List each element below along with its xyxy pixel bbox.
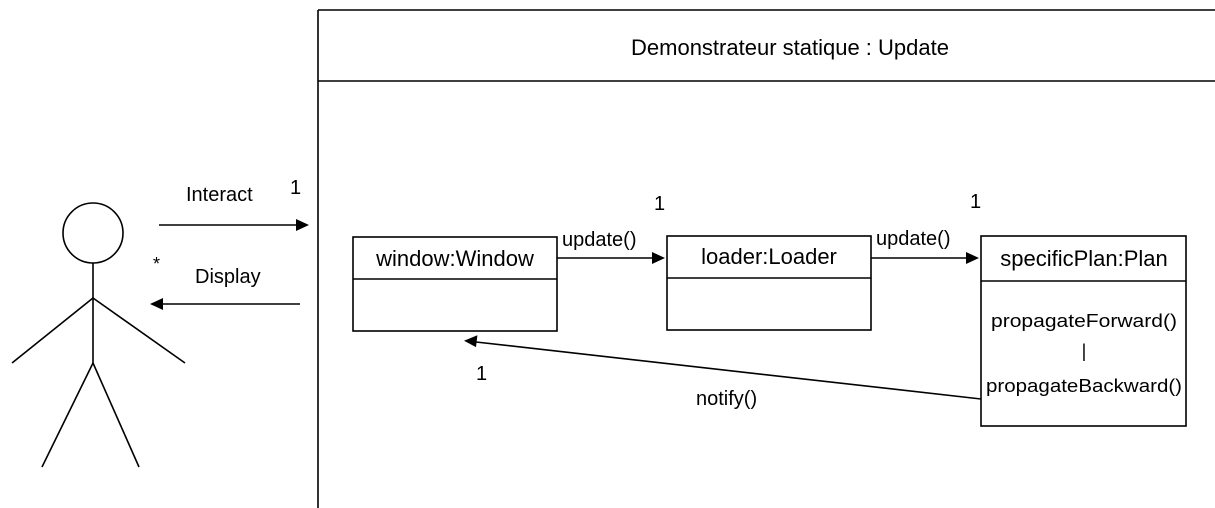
loader-object: loader:Loader — [666, 235, 872, 331]
loader-object-box — [666, 235, 872, 331]
notify-multiplicity: 1 — [476, 363, 487, 385]
actor-leg-left — [41, 362, 94, 468]
actor-leg-right — [92, 362, 140, 468]
update-multiplicity-1: 1 — [654, 193, 665, 215]
loader-object-name: loader:Loader — [701, 244, 837, 269]
display-message: Display * — [150, 254, 300, 310]
plan-object-name: specificPlan:Plan — [1000, 246, 1168, 271]
display-multiplicity: * — [153, 254, 160, 274]
frame-title: Demonstrateur statique : Update — [631, 35, 949, 60]
window-object-name: window:Window — [375, 246, 534, 271]
actor-head — [62, 202, 124, 264]
update-label-2: update() — [876, 228, 951, 250]
update-message-loader-plan: update() 1 — [871, 191, 981, 264]
window-object-box — [352, 236, 558, 332]
update-arrowhead-1 — [652, 252, 665, 264]
notify-arrow-line — [475, 341, 982, 400]
plan-method-forward: propagateForward() — [991, 311, 1177, 331]
update-label-1: update() — [562, 229, 637, 251]
update-message-window-loader: update() 1 — [557, 193, 665, 264]
interact-label: Interact — [186, 184, 253, 206]
plan-method-separator: | — [1082, 341, 1087, 361]
actor-figure — [11, 202, 186, 468]
plan-object: specificPlan:Plan propagateForward() | p… — [980, 235, 1187, 427]
interact-arrowhead — [296, 219, 309, 231]
interact-multiplicity: 1 — [290, 177, 301, 199]
notify-message-plan-window: notify() 1 — [464, 335, 982, 410]
update-multiplicity-2: 1 — [970, 191, 981, 213]
plan-object-box — [980, 235, 1187, 427]
update-arrowhead-2 — [966, 252, 979, 264]
display-arrowhead — [150, 298, 163, 310]
window-object: window:Window — [352, 236, 558, 332]
notify-label: notify() — [696, 388, 757, 410]
actor-arms-left — [11, 297, 94, 364]
plan-method-backward: propagateBackward() — [986, 376, 1182, 396]
notify-arrowhead — [464, 335, 478, 348]
interact-message: Interact 1 — [159, 177, 309, 231]
actor-arms-right — [92, 297, 186, 364]
display-label: Display — [195, 266, 261, 288]
system-frame: Demonstrateur statique : Update — [317, 9, 1215, 508]
